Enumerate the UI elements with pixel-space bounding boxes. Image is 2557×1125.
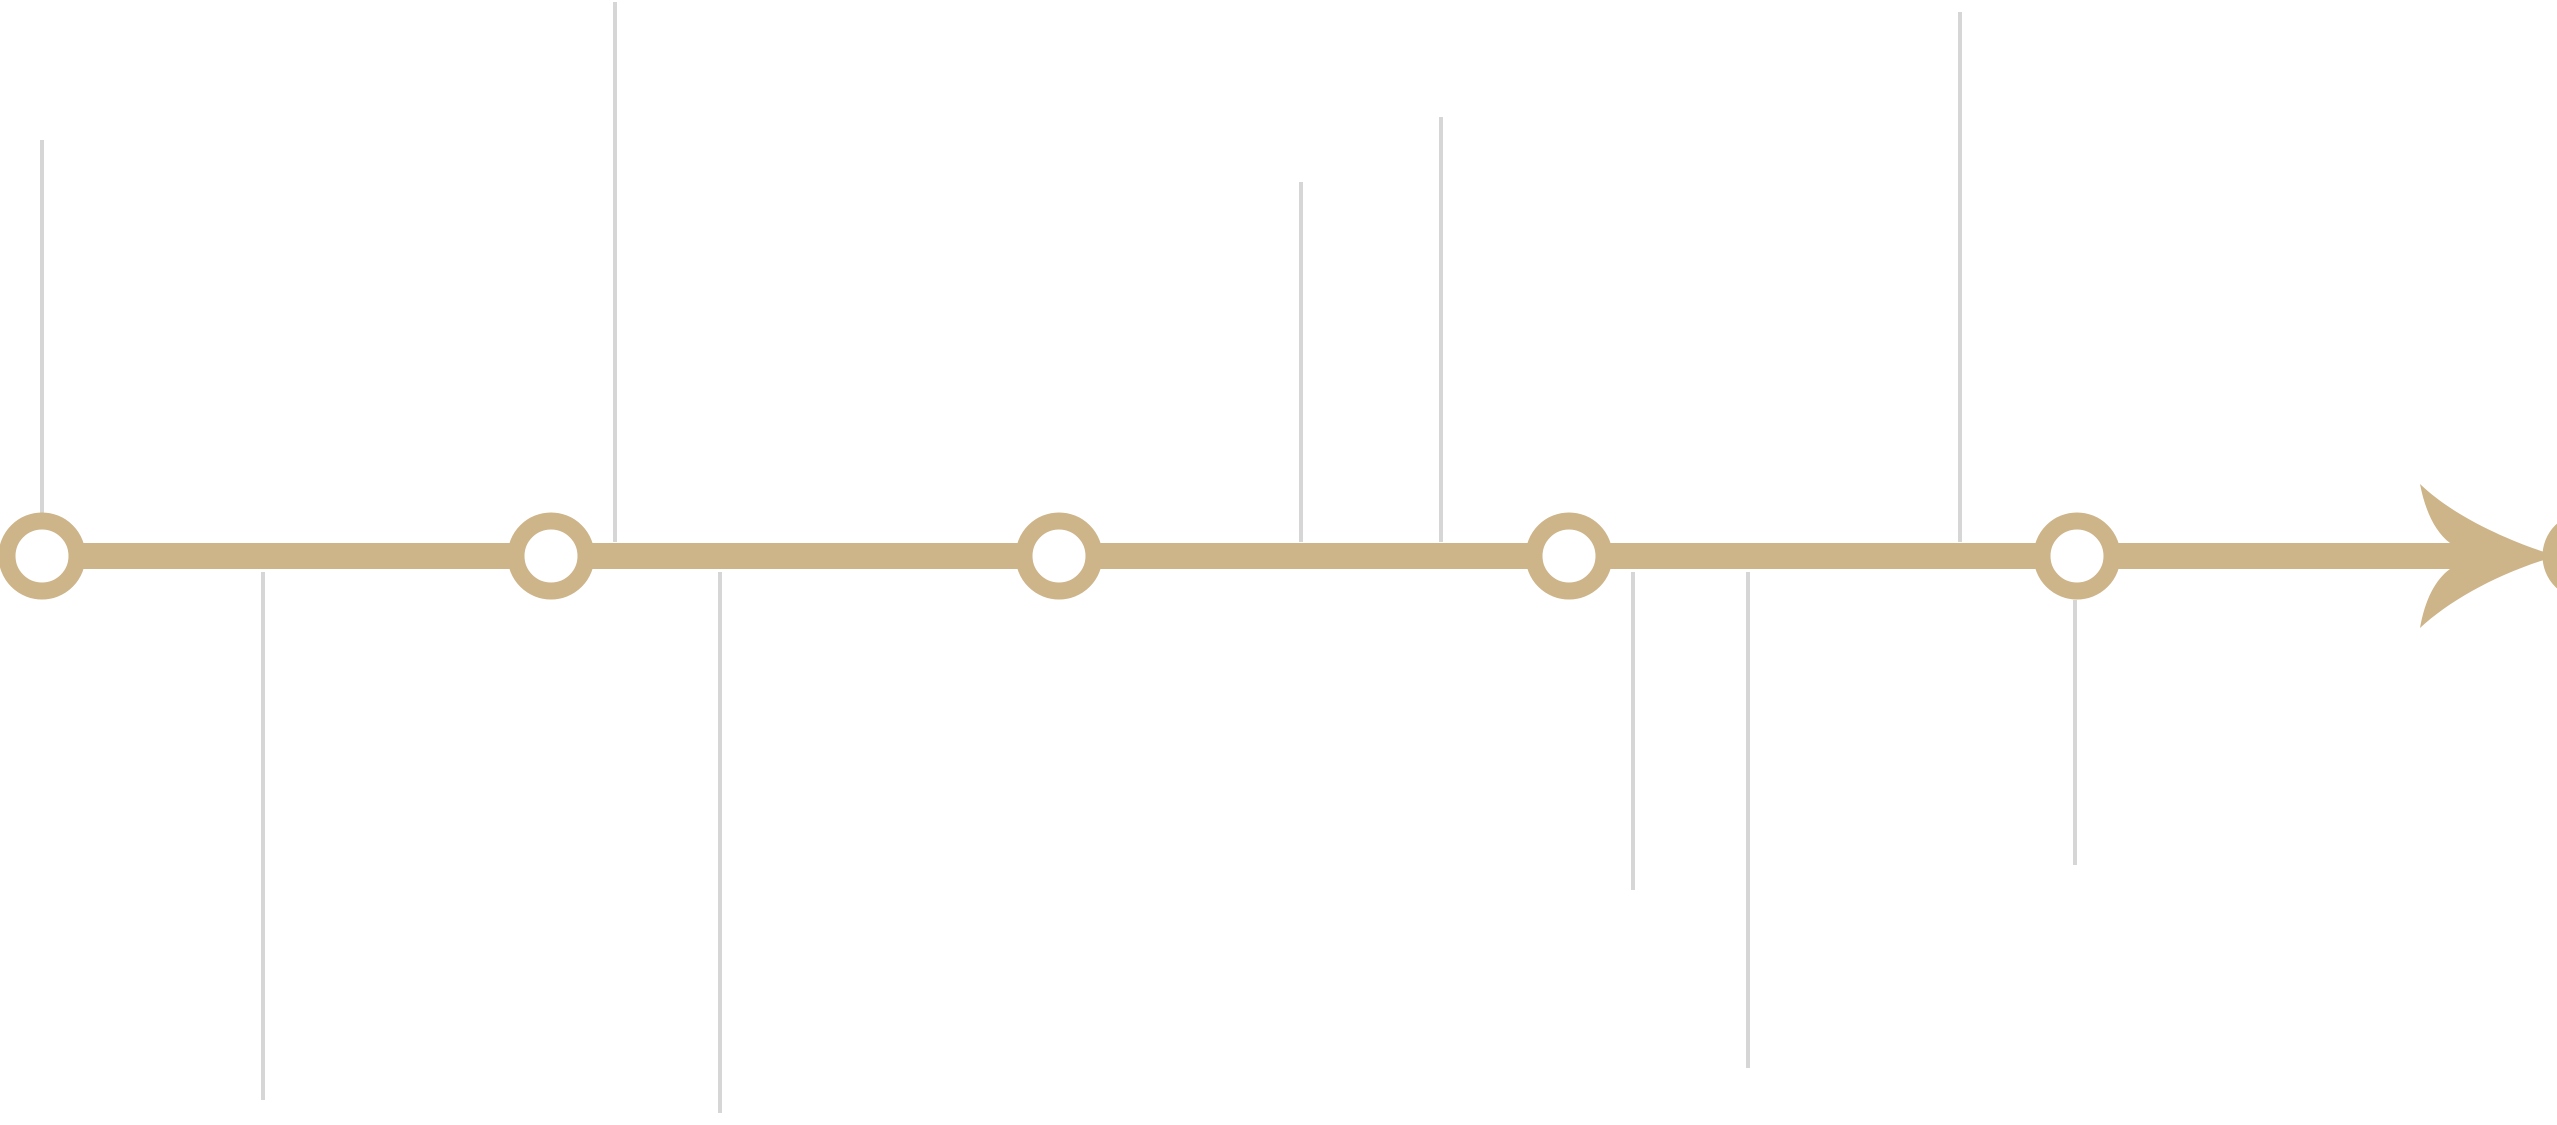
arrow-right-icon	[2420, 484, 2557, 628]
timeline-nodes	[0, 512, 2557, 600]
timeline-node-2	[507, 512, 595, 600]
timeline-node-5	[2033, 512, 2121, 600]
timeline-node-1	[0, 512, 86, 600]
timeline-axis	[40, 484, 2557, 628]
timeline-node-6	[2542, 523, 2557, 589]
leader-lines	[40, 2, 2077, 1113]
timeline-node-3	[1015, 512, 1103, 600]
timeline-node-4	[1525, 512, 1613, 600]
